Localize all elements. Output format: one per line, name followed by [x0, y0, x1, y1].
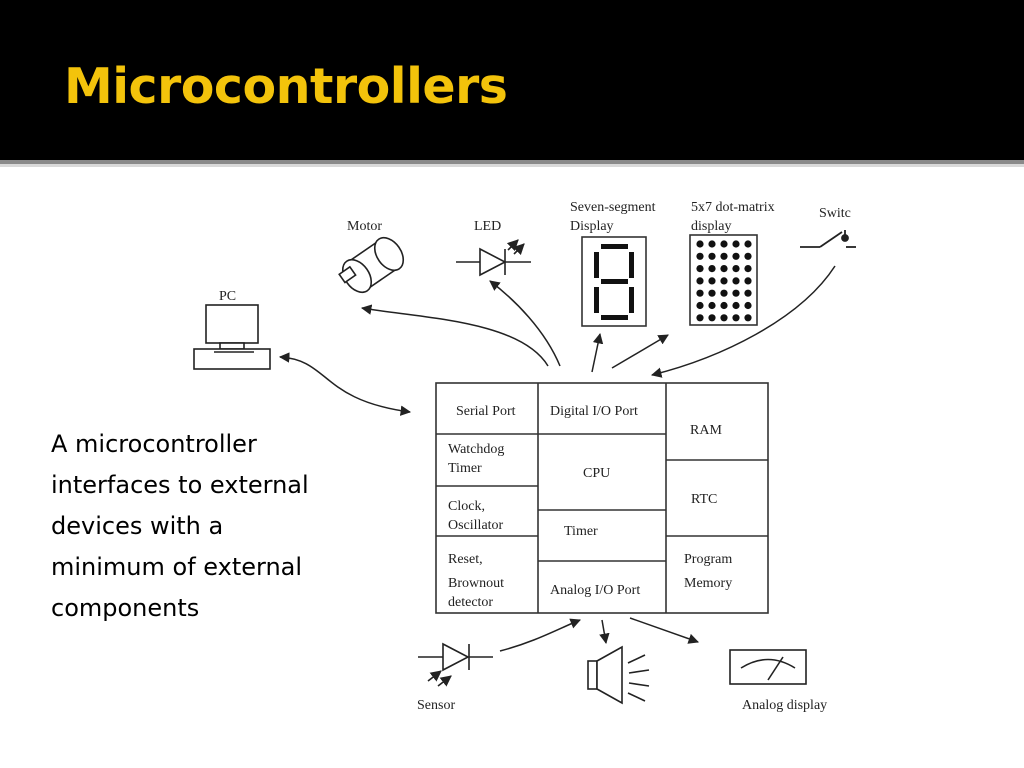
matrix-dot — [732, 301, 740, 310]
label-seven-segment-line1: Seven-segment — [570, 200, 656, 215]
matrix-dot — [708, 301, 716, 310]
matrix-dot — [732, 240, 740, 248]
sensor-icon — [418, 642, 493, 687]
speaker-icon — [587, 645, 650, 705]
matrix-dot — [720, 277, 728, 285]
block-rtc: RTC — [691, 492, 717, 507]
label-seven-segment-line2: Display — [570, 219, 614, 234]
arrow-to-analog-display — [629, 617, 699, 644]
matrix-dot — [696, 252, 704, 260]
label-pc: PC — [219, 289, 236, 304]
matrix-dot — [744, 240, 752, 248]
matrix-dot — [732, 314, 740, 322]
matrix-dot — [696, 240, 704, 248]
analog-meter-icon — [729, 649, 807, 685]
matrix-dot — [708, 265, 716, 273]
matrix-dot — [744, 301, 752, 310]
matrix-dot — [744, 314, 752, 322]
connection-arrows — [278, 265, 836, 652]
microcontroller-diagram: Serial Port Digital I/O Port RAM Watchdo… — [193, 200, 856, 713]
arrow-to-led — [489, 280, 561, 367]
label-analog-display: Analog display — [742, 698, 827, 713]
arrow-to-speaker — [599, 619, 610, 645]
label-sensor: Sensor — [417, 698, 455, 713]
slide-header: Microcontrollers — [0, 0, 1024, 160]
matrix-dot — [696, 277, 704, 285]
block-program-memory-line2: Memory — [684, 576, 732, 591]
seven-segment-display-icon — [581, 236, 647, 327]
block-reset-line2: Brownout — [448, 576, 504, 591]
label-dot-matrix-line1: 5x7 dot-matrix — [691, 200, 775, 215]
matrix-dot — [696, 314, 704, 322]
matrix-dot — [732, 265, 740, 273]
block-clock-line1: Clock, — [448, 499, 485, 514]
block-clock-line2: Oscillator — [448, 518, 504, 533]
matrix-dot — [720, 314, 728, 322]
microcontroller-block — [435, 382, 769, 614]
arrow-from-sensor — [499, 618, 581, 652]
arrow-from-switch — [650, 265, 836, 378]
divider-rule-light — [0, 164, 1024, 167]
block-watchdog-line2: Timer — [448, 461, 482, 476]
block-timer: Timer — [564, 524, 598, 539]
divider-rule — [0, 160, 1024, 164]
matrix-dot — [708, 240, 716, 248]
block-reset-line3: detector — [448, 595, 493, 610]
matrix-dot — [696, 289, 704, 297]
matrix-dot — [720, 252, 728, 260]
matrix-dot — [720, 301, 728, 310]
block-watchdog-line1: Watchdog — [448, 442, 504, 457]
block-cpu: CPU — [583, 466, 610, 481]
arrow-to-seven-segment — [591, 332, 604, 373]
pc-icon — [193, 304, 271, 370]
led-icon — [456, 239, 531, 277]
label-dot-matrix-line2: display — [691, 219, 731, 234]
block-program-memory-line1: Program — [684, 552, 732, 567]
label-led: LED — [474, 219, 501, 234]
arrow-to-dot-matrix — [611, 334, 669, 369]
matrix-dot — [708, 289, 716, 297]
motor-icon — [338, 236, 405, 294]
label-motor: Motor — [347, 219, 382, 234]
matrix-dot — [696, 265, 704, 273]
arrow-to-motor — [360, 304, 549, 367]
block-digital-io-port: Digital I/O Port — [550, 404, 638, 419]
block-reset-line1: Reset, — [448, 552, 483, 567]
matrix-dot — [744, 252, 752, 260]
matrix-dot — [744, 277, 752, 285]
matrix-dot — [708, 314, 716, 322]
matrix-dot — [720, 240, 728, 248]
matrix-dot — [744, 265, 752, 273]
switch-icon — [800, 230, 856, 248]
block-analog-io-port: Analog I/O Port — [550, 583, 640, 598]
matrix-dot — [744, 289, 752, 297]
matrix-dot — [696, 301, 704, 310]
matrix-dot — [720, 289, 728, 297]
matrix-dot — [732, 252, 740, 260]
dot-matrix-display-icon — [689, 234, 758, 326]
matrix-dot — [732, 277, 740, 285]
matrix-dot — [708, 277, 716, 285]
block-serial-port: Serial Port — [456, 404, 516, 419]
arrow-pc-link — [278, 352, 412, 416]
matrix-dot — [720, 265, 728, 273]
matrix-dot — [732, 289, 740, 297]
label-switch: Switc — [819, 206, 851, 221]
matrix-dot — [708, 252, 716, 260]
block-ram: RAM — [690, 423, 722, 438]
slide-content — [0, 167, 1024, 768]
body-text: A microcontroller interfaces to external… — [51, 430, 309, 622]
slide-title: Microcontrollers — [64, 58, 508, 115]
